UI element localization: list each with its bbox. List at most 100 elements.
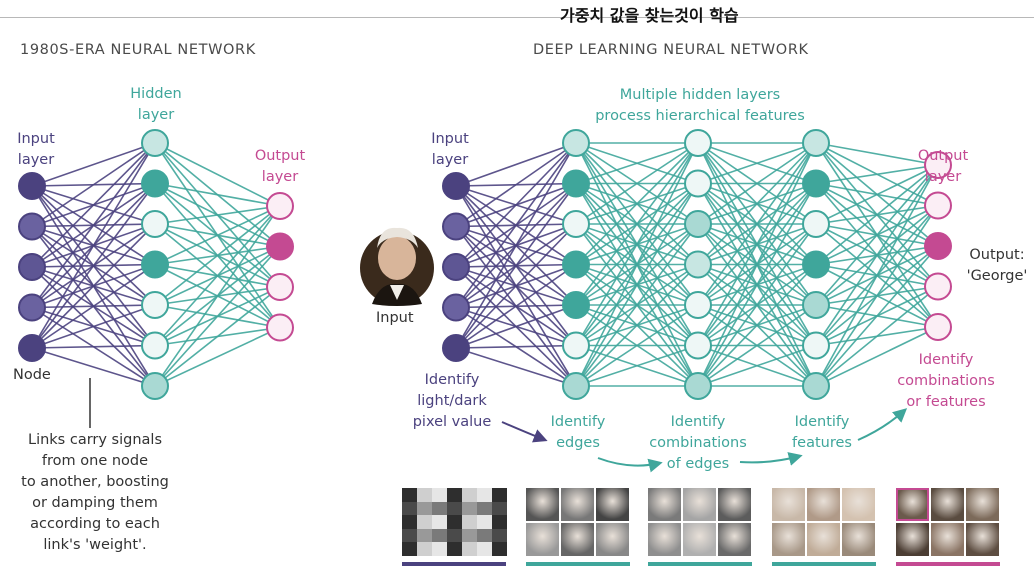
- thumbnail-image: [683, 523, 716, 556]
- hidden-node: [684, 210, 712, 238]
- hidden-node: [802, 210, 830, 238]
- hidden-node: [141, 210, 169, 238]
- identify-combinations-features-label: Identify combinations or features: [897, 352, 995, 410]
- link: [575, 142, 699, 225]
- thumbnail-image: [561, 523, 594, 556]
- identify-pixel-label: Identify light/dark pixel value: [412, 372, 492, 430]
- pixel-cell: [432, 542, 447, 556]
- link: [154, 286, 281, 387]
- link: [815, 164, 939, 266]
- link: [575, 142, 699, 346]
- hidden-node: [141, 250, 169, 279]
- thumbnail-image: [718, 488, 751, 521]
- link: [455, 142, 577, 228]
- hidden-node: [141, 169, 169, 198]
- thumbnail-image: [807, 488, 840, 521]
- pixel-cell: [402, 488, 417, 502]
- arrow-curved-icon: [857, 408, 908, 441]
- link: [697, 142, 817, 185]
- edge-combination-thumbnails: [648, 488, 752, 566]
- portrait-photo: [360, 227, 434, 306]
- pixel-cell: [462, 528, 477, 542]
- link: [31, 304, 156, 349]
- pixel-cell: [447, 488, 462, 502]
- pixel-cell: [477, 542, 492, 556]
- link: [815, 326, 939, 387]
- link: [154, 205, 281, 387]
- link: [31, 263, 156, 349]
- link: [697, 263, 817, 387]
- thumbnail-image: [596, 523, 629, 556]
- link: [697, 142, 817, 225]
- hidden-node: [141, 291, 169, 319]
- thumbnail-image: [896, 488, 929, 521]
- pixel-cell: [477, 528, 492, 542]
- pixel-thumbnails: [402, 488, 507, 566]
- thumbnail-image: [526, 488, 559, 521]
- link: [575, 183, 699, 387]
- link: [575, 142, 699, 266]
- input-node: [442, 253, 470, 281]
- arrow-curved-icon: [501, 421, 548, 443]
- link: [815, 164, 939, 185]
- link: [575, 142, 699, 306]
- hidden-node: [802, 250, 830, 279]
- thumbnail-image: [842, 523, 875, 556]
- link: [455, 263, 577, 349]
- link: [154, 205, 281, 347]
- link: [697, 142, 817, 306]
- link: [455, 142, 577, 349]
- thumbnail-image: [561, 488, 594, 521]
- link: [815, 164, 939, 225]
- arrow-curved-icon: [597, 457, 663, 473]
- left-panel-title: 1980S-ERA NEURAL NETWORK: [20, 42, 256, 58]
- pixel-cell: [417, 488, 432, 502]
- pixel-cell: [417, 528, 432, 542]
- link: [154, 205, 281, 306]
- pixel-cell: [447, 501, 462, 515]
- thumbnail-image: [966, 523, 999, 556]
- link: [31, 142, 156, 308]
- output-node: [924, 232, 952, 260]
- output-node: [266, 273, 294, 301]
- link: [31, 344, 156, 349]
- thumbnail-image: [683, 488, 716, 521]
- pixel-cell: [402, 528, 417, 542]
- arrow-curved-icon: [739, 452, 803, 466]
- thumbnail-image: [931, 488, 964, 521]
- pixel-cell: [432, 488, 447, 502]
- link: [154, 205, 281, 225]
- pixel-cell: [492, 501, 507, 515]
- pixel-cell: [402, 501, 417, 515]
- link: [575, 223, 699, 387]
- thumbnail-image: [596, 488, 629, 521]
- thumbnail-image: [772, 488, 805, 521]
- right-panel-title: DEEP LEARNING NEURAL NETWORK: [533, 42, 809, 58]
- hidden-node: [141, 372, 169, 400]
- link: [815, 245, 939, 387]
- link: [31, 347, 156, 387]
- pixel-cell: [447, 528, 462, 542]
- output-node: [266, 192, 294, 220]
- input-node: [18, 253, 46, 281]
- top-rule: [0, 17, 1034, 18]
- pixel-cell: [492, 488, 507, 502]
- photo-caption: Input: [376, 310, 414, 326]
- link: [31, 223, 156, 349]
- link: [815, 164, 939, 387]
- link: [455, 344, 577, 349]
- input-node: [18, 293, 46, 322]
- input-node: [442, 212, 470, 241]
- thumbnail-image: [842, 488, 875, 521]
- link: [31, 142, 156, 268]
- link: [575, 263, 699, 387]
- hidden-node: [684, 129, 712, 157]
- link: [31, 142, 156, 228]
- link: [154, 245, 281, 387]
- hidden-node: [802, 129, 830, 157]
- pixel-cell: [432, 501, 447, 515]
- links-note: Links carry signals from one node to ano…: [21, 432, 169, 553]
